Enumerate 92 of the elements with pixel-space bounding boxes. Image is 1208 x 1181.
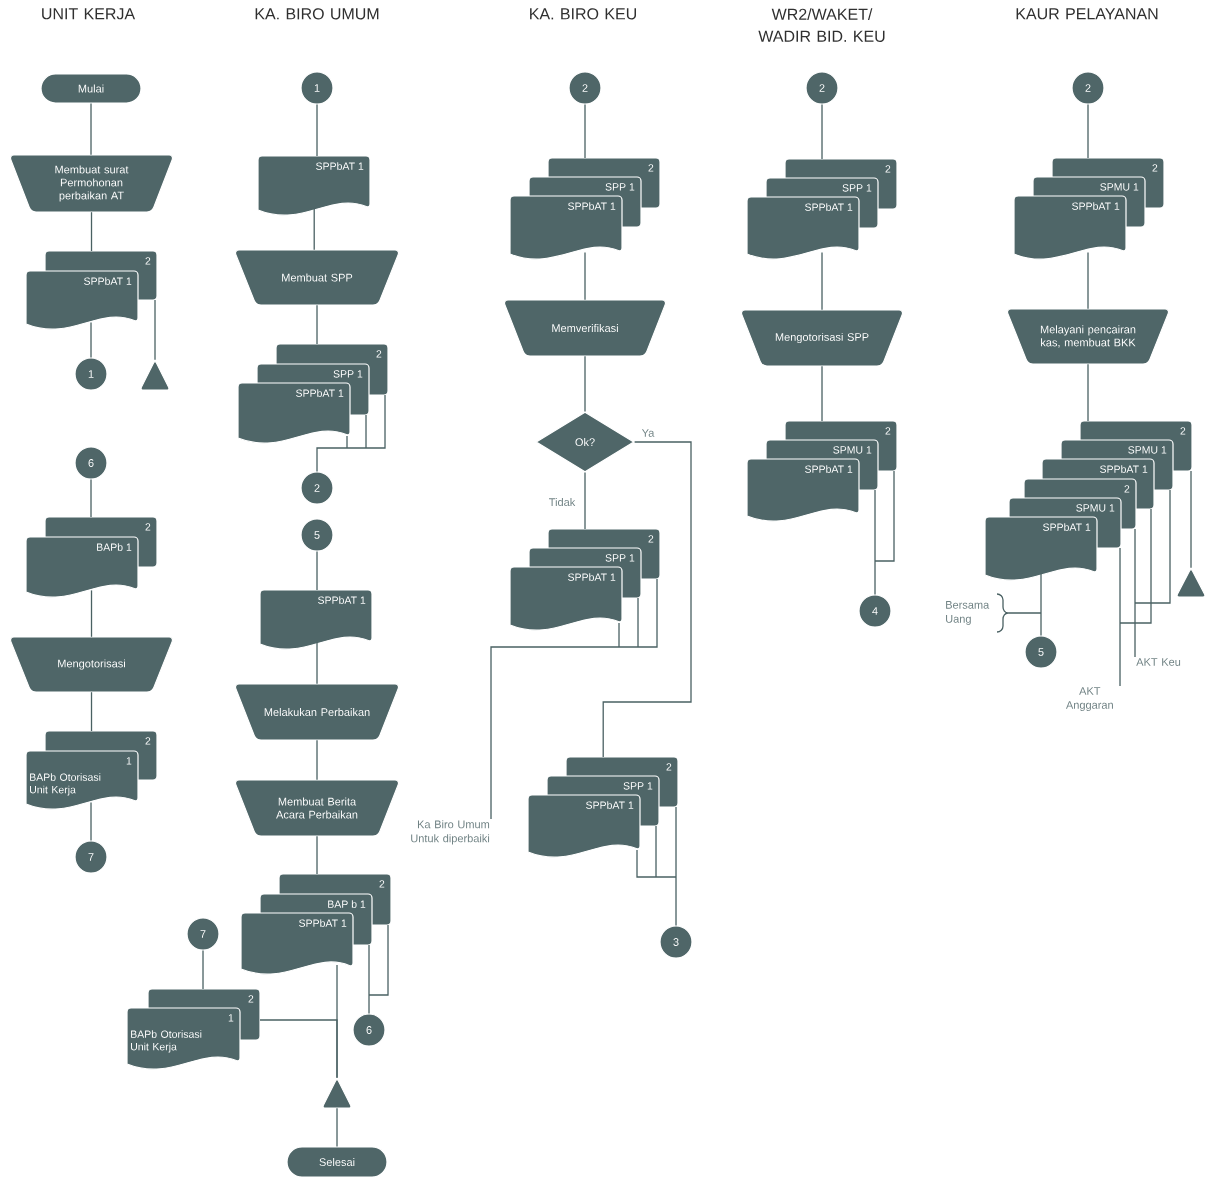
flow-line [1119, 508, 1152, 687]
flow-line [90, 211, 93, 252]
flow-line [636, 806, 677, 927]
document-stack: 2 SPMU 1 SPPbAT 1 2 SPMU 1 SPPbAT 1 [984, 420, 1193, 581]
node-label: SPPbAT 1 [1100, 465, 1148, 473]
node-label: SPMU 1 [1100, 183, 1139, 191]
node-label: 2 [145, 523, 151, 531]
flow-line [154, 299, 156, 361]
flow-line [90, 691, 93, 732]
flow-line [316, 103, 318, 157]
node-label: 2 [1180, 427, 1186, 435]
lane-heading: WR2/WAKET/ WADIR BID. KEU [758, 8, 885, 42]
document-stack: 2 SPPbAT 1 [25, 250, 158, 330]
annotation-text: Ka Biro Umum Untuk diperbaiki [411, 820, 490, 845]
flow-line [313, 207, 315, 251]
flow-line [1087, 363, 1089, 422]
document-stack: 2 SPMU 1 SPPbAT 1 [746, 420, 898, 522]
flow-line [90, 589, 93, 638]
flow-line [602, 441, 692, 758]
lane-heading: KA. BIRO UMUM [255, 8, 379, 20]
flow-line [584, 355, 586, 413]
flow-line [874, 470, 895, 596]
document-stack: SPPbAT 1 [257, 155, 371, 216]
node-label: 2 [1152, 164, 1158, 172]
node-label: 2 [648, 535, 654, 543]
flow-line [90, 321, 92, 359]
flow-line [316, 304, 318, 345]
document-stack: 2 SPP 1 SPPbAT 1 [237, 343, 389, 444]
flow-line [316, 641, 318, 685]
node-label: SPP 1 [333, 370, 363, 378]
flow-line [821, 251, 823, 311]
node-label: 2 [376, 350, 382, 358]
node-label: 2 [885, 165, 891, 173]
node-label: SPP 1 [605, 183, 635, 191]
node-label: 2 [145, 737, 151, 745]
document-stack: 2 SPMU 1 SPPbAT 1 [1013, 157, 1165, 260]
lane-heading: UNIT KERJA [42, 8, 136, 20]
node-label: SPMU 1 [1128, 446, 1167, 454]
flow-line [1134, 489, 1171, 658]
document-stack: 2 SPP 1 SPPbAT 1 [746, 158, 898, 260]
flow-line [584, 103, 586, 159]
flow-line [202, 949, 204, 990]
edge-label: Ya [640, 428, 656, 438]
node-label: SPP 1 [842, 184, 872, 192]
node-label: SPP 1 [605, 554, 635, 562]
document-stack: 2 SPP 1 SPPbAT 1 [509, 157, 661, 260]
annotation-text: Bersama Uang [946, 601, 990, 625]
node-label: 2 [666, 763, 672, 771]
lane-heading: KA. BIRO KEU [530, 8, 636, 20]
flow-line [90, 102, 92, 156]
flow-line [316, 394, 386, 473]
flow-line [368, 924, 389, 1015]
flow-line [1040, 572, 1042, 637]
edge-label: Tidak [547, 496, 577, 508]
flow-line [584, 251, 586, 301]
node-label: 2 [885, 427, 891, 435]
flow-line [259, 1019, 338, 1079]
node-label: BAP b 1 [328, 900, 366, 908]
flow-line [336, 1107, 338, 1148]
flow-line [1190, 470, 1192, 569]
node-label: SPP 1 [623, 782, 653, 790]
annotation-text: AKT Keu [1136, 658, 1181, 666]
flow-line [316, 550, 318, 591]
document-stack: 2 BAPb 1 [25, 516, 158, 598]
flow-line [90, 801, 92, 842]
node-label: 2 [145, 257, 151, 265]
flow-line [1087, 103, 1089, 159]
node-label: SPMU 1 [1076, 504, 1115, 512]
flow-line [584, 471, 586, 530]
node-label: 2 [379, 880, 385, 888]
annotation-text: AKT Anggaran [1065, 687, 1113, 712]
document-stack: 2 SPP 1 SPPbAT 1 [527, 756, 679, 858]
node-label: 2 [648, 164, 654, 172]
node-label: 2 [1124, 485, 1130, 493]
node-label: 2 [248, 995, 254, 1003]
document-stack: 2 1 BAPb Otorisasi Unit Kerja [126, 988, 261, 1070]
flow-line [821, 103, 823, 160]
document-stack: 2 BAP b 1 SPPbAT 1 [240, 873, 392, 975]
node-label: SPMU 1 [833, 446, 872, 454]
storage-triangle [1176, 568, 1206, 598]
document-stack: 2 SPP 1 SPPbAT 1 [509, 528, 661, 631]
flow-line [316, 835, 318, 875]
lane-heading: KAUR PELAYANAN [1016, 8, 1158, 20]
document-stack: SPPbAT 1 [259, 589, 373, 650]
flow-line [316, 739, 318, 781]
flow-line [490, 578, 658, 820]
storage-triangle [140, 360, 170, 391]
storage-triangle [322, 1078, 352, 1109]
document-stack: 2 1 BAPb Otorisasi Unit Kerja [25, 730, 158, 810]
flow-line [821, 365, 823, 422]
flow-line [1087, 251, 1089, 310]
flow-line [90, 478, 92, 518]
